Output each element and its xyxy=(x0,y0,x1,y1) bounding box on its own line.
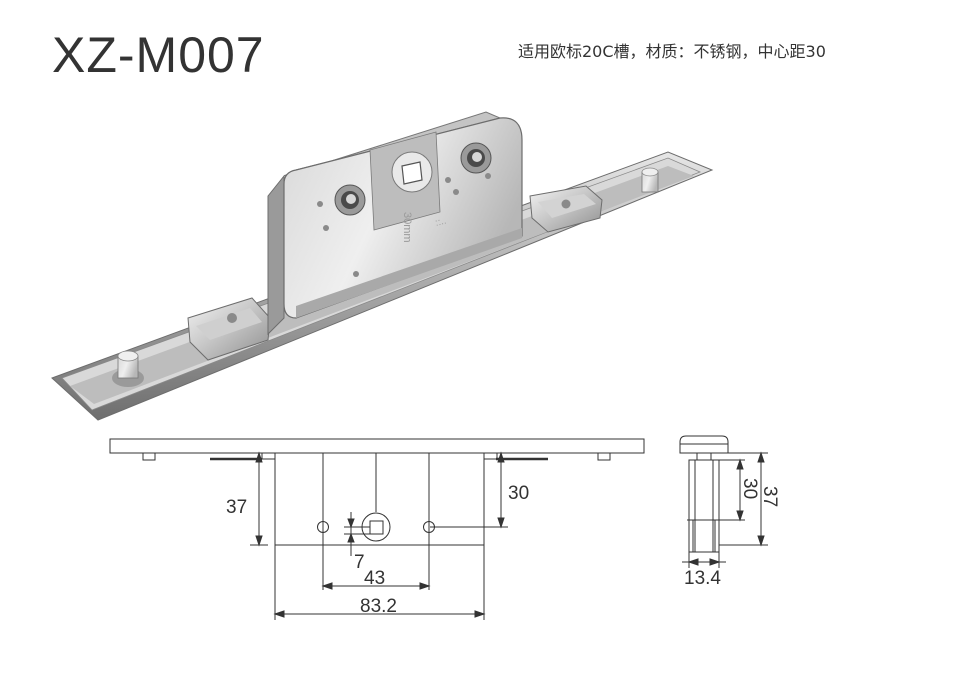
front-hole-left xyxy=(317,521,329,533)
rail-outline xyxy=(109,438,645,454)
right-screw-hole xyxy=(460,142,492,174)
rivet xyxy=(353,271,359,277)
rivet xyxy=(323,225,329,231)
front-view-drawing xyxy=(109,438,645,620)
dim-label-13-4: 13.4 xyxy=(684,568,721,589)
lock-body-outline xyxy=(274,452,485,546)
rivet xyxy=(485,173,491,179)
engraved-mark: ::.. xyxy=(434,216,447,229)
left-screw-hole xyxy=(334,184,366,216)
dim-label-37-left: 37 xyxy=(226,497,247,518)
left-clamp xyxy=(187,297,271,361)
right-clamp xyxy=(529,185,603,233)
dim-label-83-2: 83.2 xyxy=(360,596,397,617)
rivet xyxy=(453,189,459,195)
left-stud xyxy=(112,350,144,387)
rivet xyxy=(445,177,451,183)
side-body-outline xyxy=(688,459,720,553)
dim-label-30-center: 30 xyxy=(508,483,529,504)
model-number-title: XZ-M007 xyxy=(52,27,265,83)
dim-label-7: 7 xyxy=(354,552,365,573)
dim-label-30-side: 30 xyxy=(739,478,760,499)
front-square-hole xyxy=(369,520,384,535)
engraved-text: 30mm xyxy=(401,212,413,243)
product-spec-text: 适用欧标20C槽，材质：不锈钢，中心距30 xyxy=(518,42,826,61)
dim-label-43: 43 xyxy=(364,568,385,589)
dim-label-37-side: 37 xyxy=(759,486,780,507)
rivet xyxy=(317,201,323,207)
square-spindle-hole xyxy=(401,161,423,185)
lock-product-photo: 30mm ::.. xyxy=(51,111,714,421)
side-view-drawing xyxy=(679,435,768,568)
right-stud xyxy=(641,167,659,193)
